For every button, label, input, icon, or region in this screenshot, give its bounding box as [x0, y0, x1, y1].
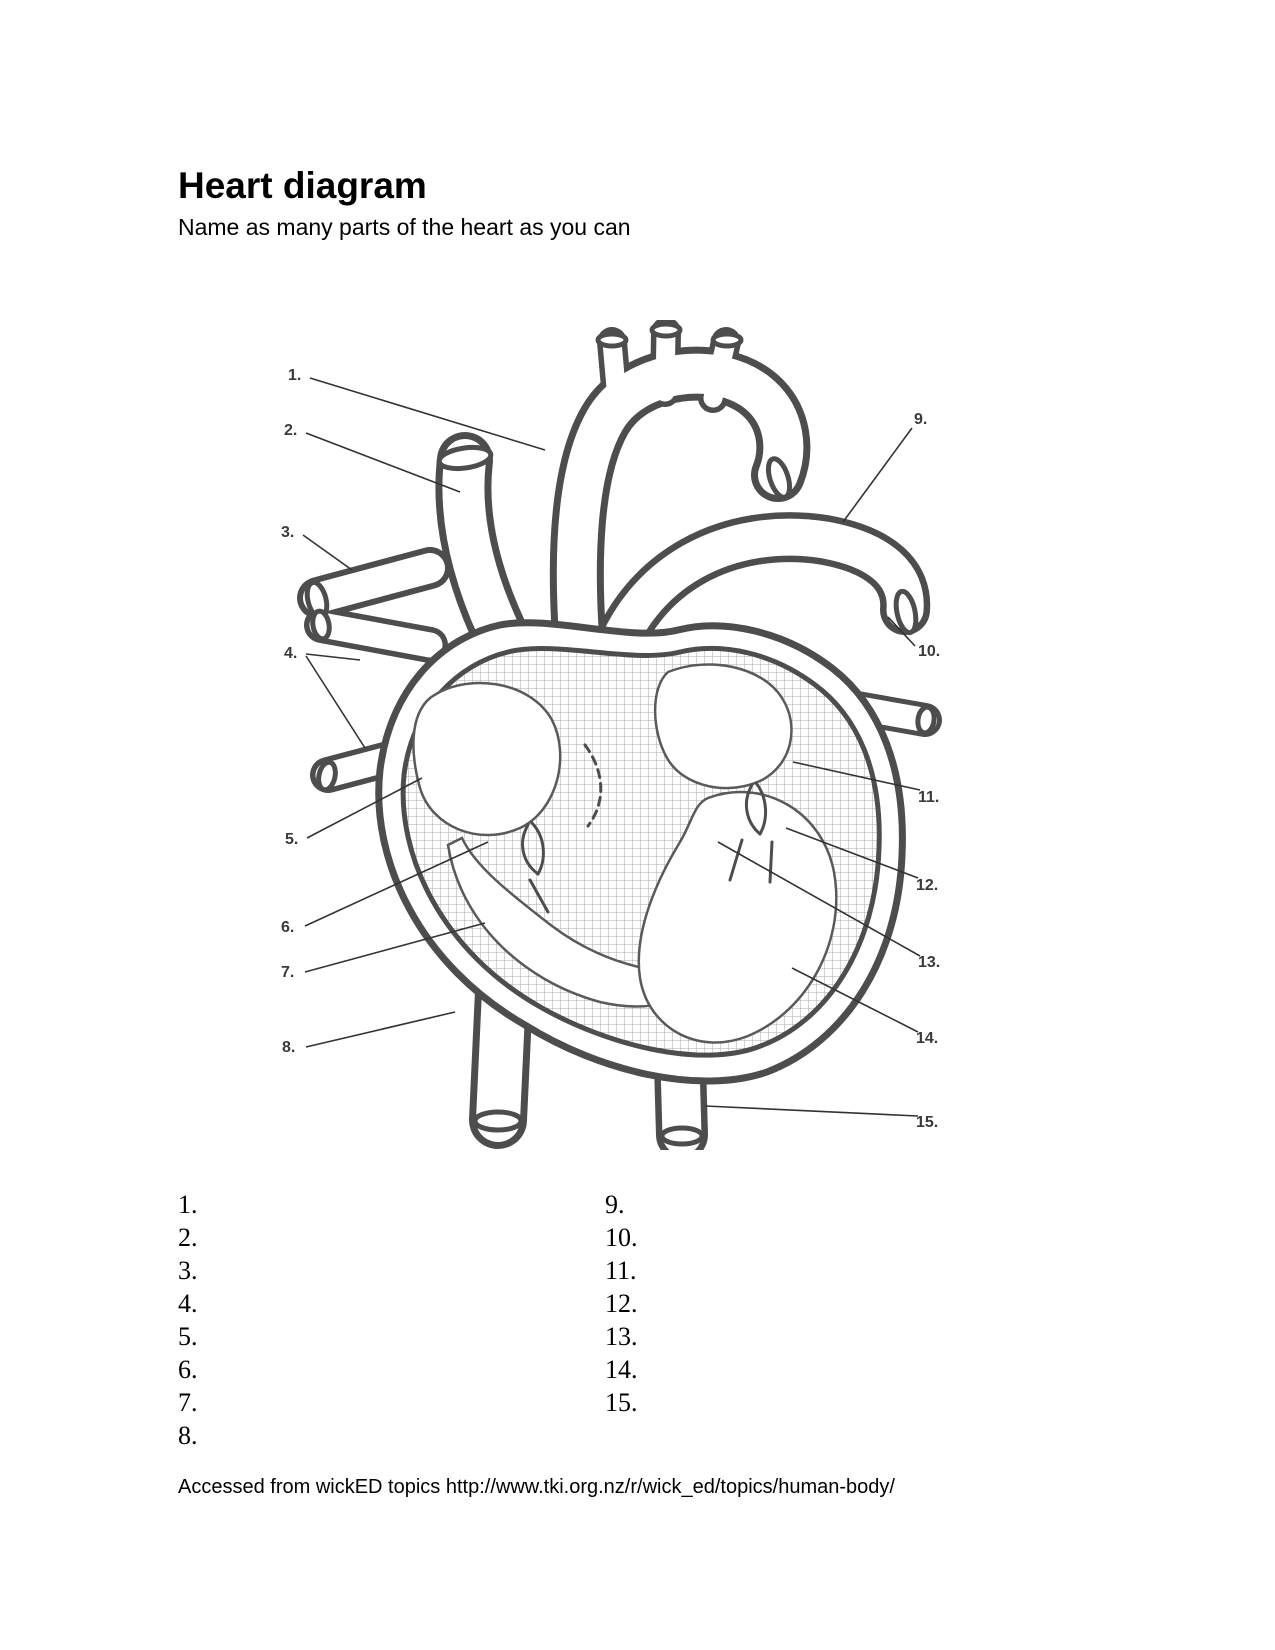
left-ventricle	[637, 790, 838, 1044]
answer-row-15: 15.	[605, 1388, 638, 1417]
vessel-opening	[893, 588, 919, 636]
valve-details	[521, 743, 774, 914]
leader-6	[304, 841, 489, 927]
diagram-label-13: 13.	[918, 954, 940, 971]
answer-row-12: 12.	[605, 1289, 638, 1318]
diagram-label-14: 14.	[916, 1030, 938, 1047]
diagram-label-8: 8.	[282, 1039, 295, 1056]
leader-1	[309, 377, 546, 451]
leader-3	[302, 534, 353, 571]
answers-column-left: 1. 2. 3. 4. 5. 6. 7. 8.	[178, 1188, 198, 1452]
leader-7	[304, 922, 486, 973]
answer-row-2: 2.	[178, 1223, 198, 1252]
leader-14	[791, 967, 919, 1033]
answer-row-4: 4.	[178, 1289, 198, 1318]
answer-row-13: 13.	[605, 1322, 638, 1351]
leader-5	[306, 777, 423, 839]
leader-8	[305, 1011, 456, 1048]
chordae-line	[768, 840, 774, 884]
vessel-opening	[710, 331, 744, 349]
septal-dashed-line	[583, 743, 603, 828]
diagram-label-7: 7.	[281, 964, 294, 981]
vessel-opening	[310, 608, 332, 642]
right-atrium	[412, 681, 562, 837]
diagram-label-6: 6.	[281, 919, 294, 936]
leader-4b	[305, 655, 366, 749]
vessel-opening	[316, 759, 338, 793]
diagram-label-1: 1.	[288, 367, 301, 384]
answer-row-3: 3.	[178, 1256, 198, 1285]
diagram-label-4: 4.	[284, 645, 297, 662]
page-title: Heart diagram	[178, 164, 427, 206]
answers-column-right: 9. 10. 11. 12. 13. 14. 15.	[605, 1188, 638, 1419]
answer-row-14: 14.	[605, 1355, 638, 1384]
answer-row-11: 11.	[605, 1256, 637, 1285]
leader-2	[305, 432, 461, 493]
tricuspid-valve-leaflet	[521, 823, 540, 876]
answer-row-8: 8.	[178, 1421, 198, 1450]
leader-11	[792, 761, 921, 791]
vessel-opening	[659, 1125, 705, 1147]
leader-15	[704, 1105, 919, 1117]
vessel-opening	[595, 331, 629, 349]
page-instruction: Name as many parts of the heart as you c…	[178, 214, 631, 240]
vessel-opening	[765, 456, 793, 500]
answer-row-6: 6.	[178, 1355, 198, 1384]
diagram-label-15: 15.	[916, 1114, 938, 1131]
leader-4a	[305, 653, 361, 661]
diagram-label-3: 3.	[281, 524, 294, 541]
answer-row-1: 1.	[178, 1190, 198, 1219]
source-attribution: Accessed from wickED topics http://www.t…	[178, 1476, 895, 1498]
diagram-label-10: 10.	[918, 643, 940, 660]
chordae-line	[728, 838, 744, 882]
answer-row-9: 9.	[605, 1190, 625, 1219]
leader-10	[887, 616, 916, 647]
tricuspid-valve-leaflet	[530, 821, 545, 876]
answer-row-10: 10.	[605, 1223, 638, 1252]
left-atrium	[653, 663, 793, 790]
diagram-label-11: 11.	[918, 789, 939, 806]
vessel-opening	[649, 321, 683, 339]
diagram-label-9: 9.	[914, 411, 927, 428]
leader-12	[785, 827, 919, 879]
vessel-opening	[436, 444, 494, 472]
mitral-valve-leaflet	[754, 781, 767, 836]
diagram-labels: 1. 2. 3. 4. 5. 6. 7. 8. 9. 10. 11. 12. 1…	[281, 367, 940, 1131]
diagram-label-2: 2.	[284, 422, 297, 439]
mitral-valve-leaflet	[744, 783, 762, 836]
leader-lines	[302, 377, 921, 1117]
diagram-label-12: 12.	[916, 877, 938, 894]
answer-row-5: 5.	[178, 1322, 198, 1351]
heart-diagram-svg: 1. 2. 3. 4. 5. 6. 7. 8. 9. 10. 11. 12. 1…	[281, 317, 942, 1161]
answer-row-7: 7.	[178, 1388, 198, 1417]
heart-chambers	[412, 663, 838, 1044]
vessel-opening	[915, 704, 937, 736]
diagram-label-5: 5.	[285, 831, 298, 848]
vessel-opening	[472, 1109, 524, 1133]
leader-13	[717, 841, 921, 957]
heart-diagram: 1. 2. 3. 4. 5. 6. 7. 8. 9. 10. 11. 12. 1…	[280, 317, 960, 1161]
leader-9	[842, 427, 913, 523]
chordae-line	[528, 878, 550, 914]
